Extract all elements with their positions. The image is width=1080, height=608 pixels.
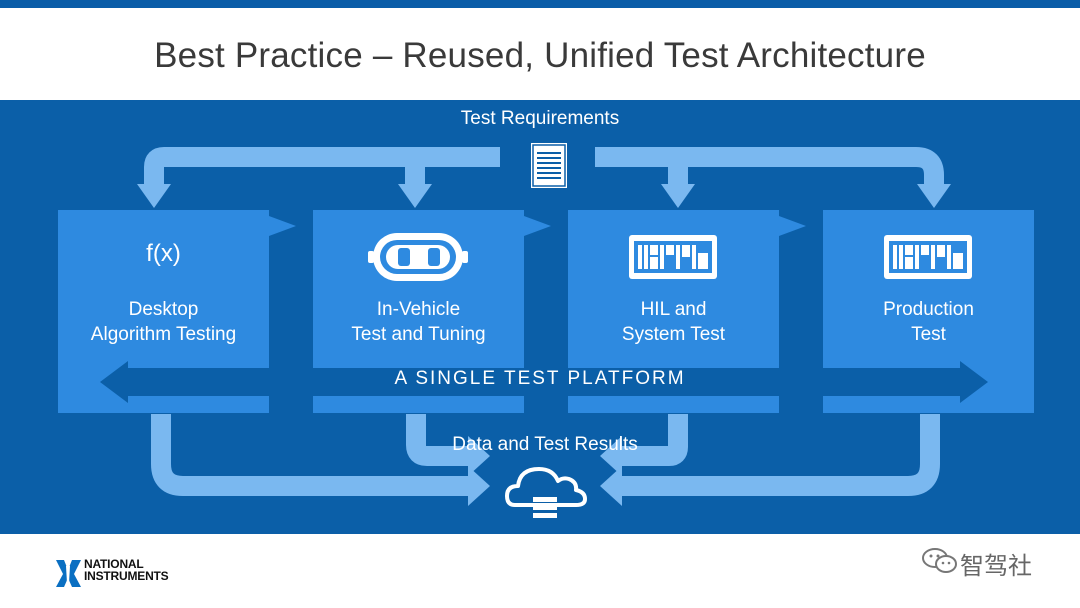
hardware-chassis-icon xyxy=(629,235,717,279)
stage-label-line: Test and Tuning xyxy=(351,324,486,345)
wechat-icon xyxy=(922,548,957,573)
stage-label-line: Algorithm Testing xyxy=(90,324,237,345)
stage-label-hil: HIL and System Test xyxy=(568,297,779,347)
stage-connector-arrows xyxy=(269,216,806,236)
single-platform-double-arrow xyxy=(100,361,988,403)
requirements-arrowheads xyxy=(137,184,951,208)
stage-label-line: Production xyxy=(883,299,974,320)
stage-label-line: Test xyxy=(911,324,946,345)
stage-label-in-vehicle: In-Vehicle Test and Tuning xyxy=(313,297,524,347)
slide-title: Best Practice – Reused, Unified Test Arc… xyxy=(154,36,926,75)
stage-label-line: System Test xyxy=(621,324,726,345)
logo-line: NATIONAL xyxy=(84,557,144,571)
results-arrowheads xyxy=(468,436,622,506)
logo-line: INSTRUMENTS xyxy=(84,569,169,583)
results-collection-arrows xyxy=(151,414,940,496)
stage-label-line: Desktop xyxy=(128,299,199,320)
stage-label-line: HIL and xyxy=(640,299,707,320)
slide-footer xyxy=(0,534,1080,608)
car-icon xyxy=(368,233,468,281)
national-instruments-logo-icon xyxy=(56,560,81,587)
data-results-label: Data and Test Results xyxy=(452,434,638,455)
flow-diagram xyxy=(58,141,1034,518)
top-accent-bar xyxy=(0,0,1080,8)
national-instruments-logo-text: NATIONAL INSTRUMENTS xyxy=(84,557,169,583)
function-icon: f(x) xyxy=(146,240,181,267)
hardware-chassis-icon xyxy=(884,235,972,279)
stage-label-line: In-Vehicle xyxy=(376,299,461,320)
watermark-text: 智驾社 xyxy=(960,553,1032,580)
requirements-distribution-arrows xyxy=(144,147,944,186)
single-platform-label: A SINGLE TEST PLATFORM xyxy=(394,368,686,389)
test-requirements-label: Test Requirements xyxy=(460,108,620,129)
document-icon xyxy=(529,141,569,190)
cloud-data-icon xyxy=(505,467,587,518)
stage-label-desktop: Desktop Algorithm Testing xyxy=(58,297,269,347)
stage-label-production: Production Test xyxy=(823,297,1034,347)
